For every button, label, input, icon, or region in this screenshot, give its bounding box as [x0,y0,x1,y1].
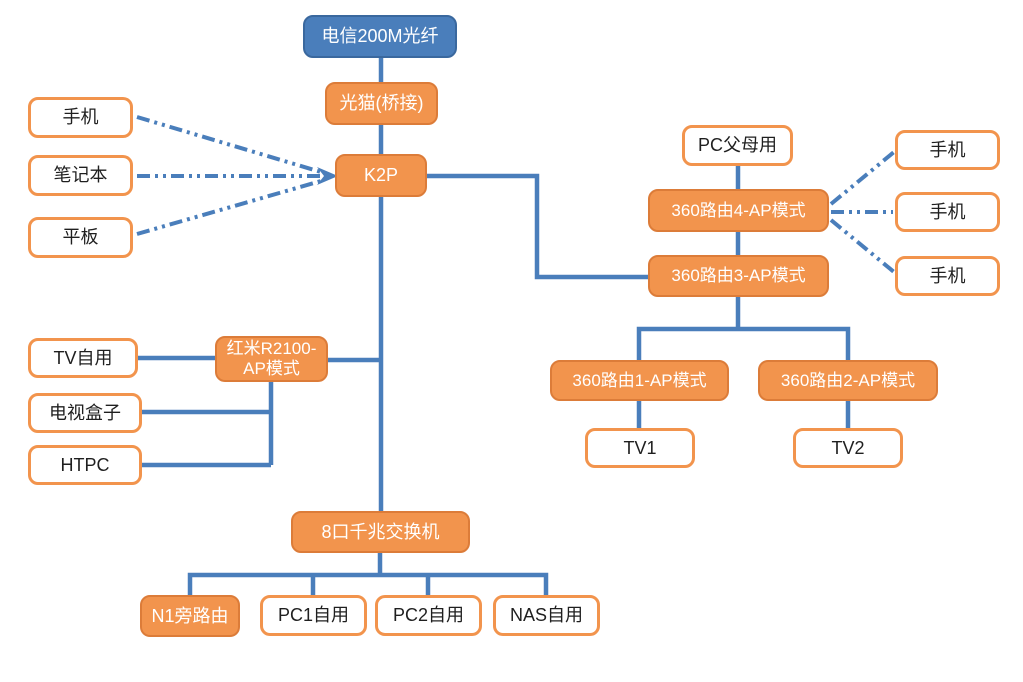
node-nas: NAS自用 [493,595,600,636]
edge-switch-branch [187,551,549,595]
node-phone-right-1: 手机 [895,130,1000,170]
node-tv2: TV2 [793,428,903,468]
node-router1: 360路由1-AP模式 [550,360,729,401]
node-tablet: 平板 [28,217,133,258]
node-pc1: PC1自用 [260,595,367,636]
edge-k2p-router3 [427,173,648,280]
node-htpc: HTPC [28,445,142,485]
node-modem: 光猫(桥接) [325,82,438,125]
edge-redmi-tvbox-htpc [140,379,274,468]
node-phone-right-3: 手机 [895,256,1000,296]
wireless-links-left [136,115,322,236]
node-pc2: PC2自用 [375,595,482,636]
node-laptop: 笔记本 [28,155,133,196]
node-router2: 360路由2-AP模式 [758,360,938,401]
node-isp: 电信200M光纤 [303,15,457,58]
wireless-links-right [829,150,896,274]
node-phone-right-2: 手机 [895,192,1000,232]
node-tv1: TV1 [585,428,695,468]
node-router3: 360路由3-AP模式 [648,255,829,297]
node-k2p: K2P [335,154,427,197]
node-phone-left: 手机 [28,97,133,138]
node-pc-parents: PC父母用 [682,125,793,166]
node-tvbox: 电视盒子 [28,393,142,433]
node-router4: 360路由4-AP模式 [648,189,829,232]
arrowhead-into-k2p [317,167,338,185]
node-switch8: 8口千兆交换机 [291,511,470,553]
node-n1: N1旁路由 [140,595,240,637]
node-redmi: 红米R2100-AP模式 [215,336,328,382]
edge-router3-branch [636,295,851,360]
node-tv-own: TV自用 [28,338,138,378]
